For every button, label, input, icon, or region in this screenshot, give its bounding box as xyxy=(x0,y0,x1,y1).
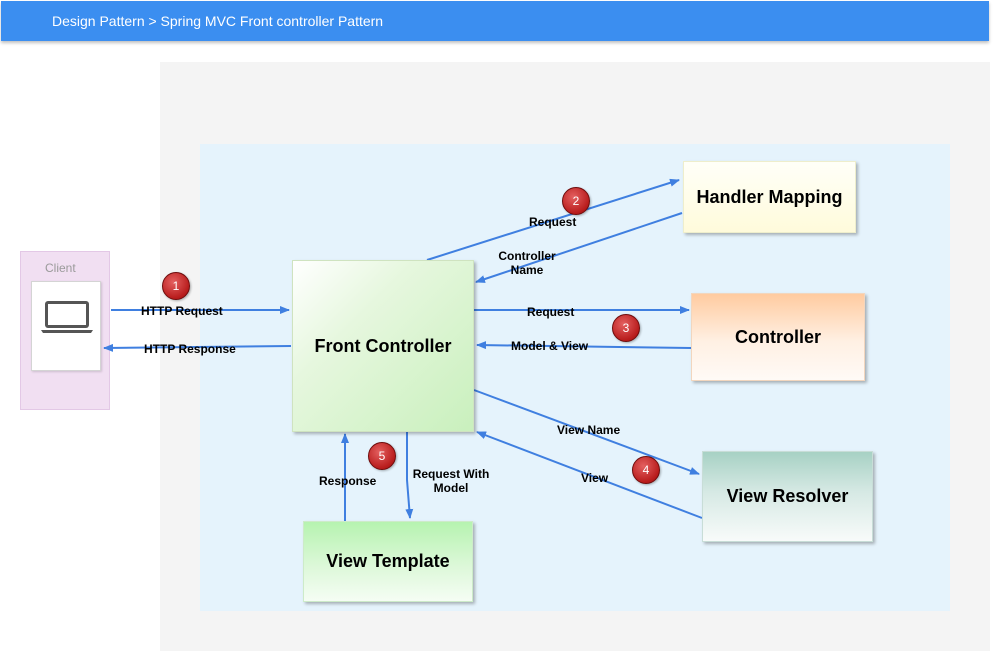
view-arrow xyxy=(476,431,703,519)
request-with-model-label-line2: Model xyxy=(433,481,469,495)
step-badge-4: 4 xyxy=(632,456,660,484)
response-label: Response xyxy=(319,474,377,488)
step-badge-5: 5 xyxy=(368,442,396,470)
controller-name-arrow xyxy=(475,212,683,283)
view-resolver-node[interactable]: View Resolver xyxy=(702,451,873,542)
http-request-label: HTTP Request xyxy=(141,304,223,318)
request-to-handler-label: Request xyxy=(529,215,577,229)
client-panel: Client xyxy=(20,251,110,410)
controller-node[interactable]: Controller xyxy=(691,293,865,381)
step-badge-3: 3 xyxy=(612,314,640,342)
request-with-model-label-line1: Request With xyxy=(412,467,490,481)
controller-name-label: Controller Name xyxy=(497,249,557,277)
breadcrumb[interactable]: Design Pattern > Spring MVC Front contro… xyxy=(52,13,384,29)
http-response-arrow xyxy=(103,343,292,352)
handler-mapping-node[interactable]: Handler Mapping xyxy=(683,161,856,233)
model-and-view-label: Model & View xyxy=(511,339,589,353)
step-badge-2: 2 xyxy=(562,187,590,215)
view-label: View xyxy=(581,471,609,485)
front-controller-node[interactable]: Front Controller xyxy=(292,260,474,432)
request-with-model-arrow xyxy=(405,432,414,519)
http-response-label: HTTP Response xyxy=(144,342,236,356)
controller-name-label-line1: Controller xyxy=(498,249,556,263)
request-with-model-label: Request With Model xyxy=(412,467,490,495)
view-name-arrow xyxy=(473,389,700,475)
request-to-handler-arrow xyxy=(426,178,680,261)
client-device xyxy=(31,281,101,371)
header-bar: Design Pattern > Spring MVC Front contro… xyxy=(1,1,989,41)
client-label: Client xyxy=(45,261,76,275)
laptop-icon xyxy=(41,301,93,333)
controller-name-label-line2: Name xyxy=(510,263,544,277)
step-badge-1: 1 xyxy=(162,272,190,300)
model-and-view-arrow xyxy=(476,341,692,350)
view-template-node[interactable]: View Template xyxy=(303,521,473,602)
view-name-label: View Name xyxy=(557,423,621,437)
request-to-controller-label: Request xyxy=(527,305,575,319)
